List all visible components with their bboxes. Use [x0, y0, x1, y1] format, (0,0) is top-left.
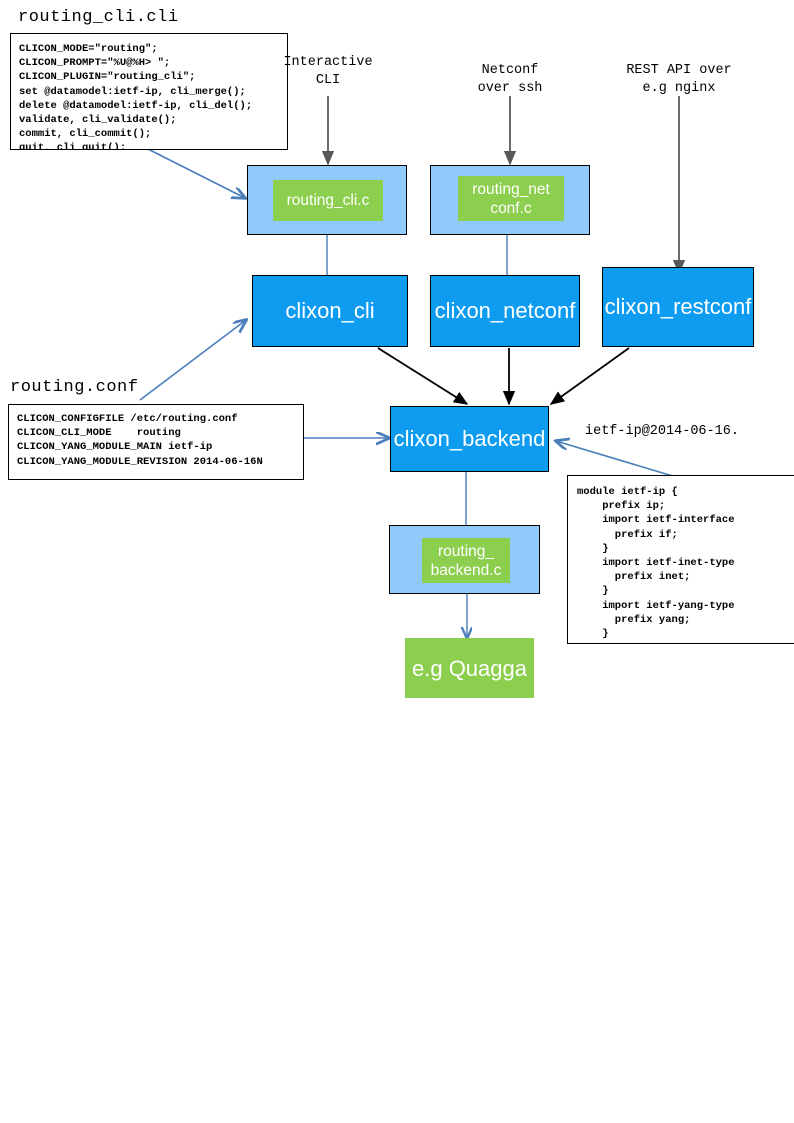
annotation-rest-api: REST API over e.g nginx [626, 63, 732, 96]
conf-file-title: routing.conf [10, 378, 139, 397]
clixon-backend-box[interactable]: clixon_backend [390, 406, 549, 472]
arrow-clixon-cli-to-clixon-backend [377, 347, 469, 405]
arrow-yang-file-to-clixon-backend [556, 441, 677, 478]
cli-file-code-box: CLICON_MODE="routing"; CLICON_PROMPT="%U… [10, 33, 288, 150]
arrow-cli-file-to-routing-cli-c [145, 147, 245, 198]
routing-backend-c-box[interactable]: routing_ backend.c [422, 538, 510, 583]
yang-file-label: ietf-ip@2014-06-16. [585, 424, 739, 439]
conf-file-code: CLICON_CONFIGFILE /etc/routing.conf CLIC… [17, 413, 263, 468]
annotation-netconf-over-ssh: Netconf over ssh [477, 63, 543, 96]
yang-file-code-box: module ietf-ip { prefix ip; import ietf-… [567, 475, 794, 644]
clixon-restconf-box[interactable]: clixon_restconf [602, 267, 754, 347]
plugin-host-routing-netconf[interactable]: routing_net conf.c [430, 165, 590, 235]
conf-file-code-box: CLICON_CONFIGFILE /etc/routing.conf CLIC… [8, 404, 304, 480]
routing-netconf-c-box[interactable]: routing_net conf.c [458, 176, 564, 221]
plugin-host-routing-backend[interactable]: routing_ backend.c [389, 525, 540, 594]
arrow-clixon-restconf-to-clixon-backend [549, 347, 630, 405]
clixon-cli-box[interactable]: clixon_cli [252, 275, 408, 347]
annotation-interactive-cli: Interactive CLI [283, 55, 373, 88]
clixon-netconf-box[interactable]: clixon_netconf [430, 275, 580, 347]
cli-file-title: routing_cli.cli [18, 8, 179, 27]
quagga-box[interactable]: e.g Quagga [405, 638, 534, 698]
yang-file-code: module ietf-ip { prefix ip; import ietf-… [577, 486, 735, 641]
arrow-conf-file-to-clixon-cli [139, 320, 246, 401]
cli-file-code: CLICON_MODE="routing"; CLICON_PROMPT="%U… [19, 43, 253, 150]
plugin-host-routing-cli[interactable]: routing_cli.c [247, 165, 407, 235]
routing-cli-c-box[interactable]: routing_cli.c [273, 180, 383, 221]
